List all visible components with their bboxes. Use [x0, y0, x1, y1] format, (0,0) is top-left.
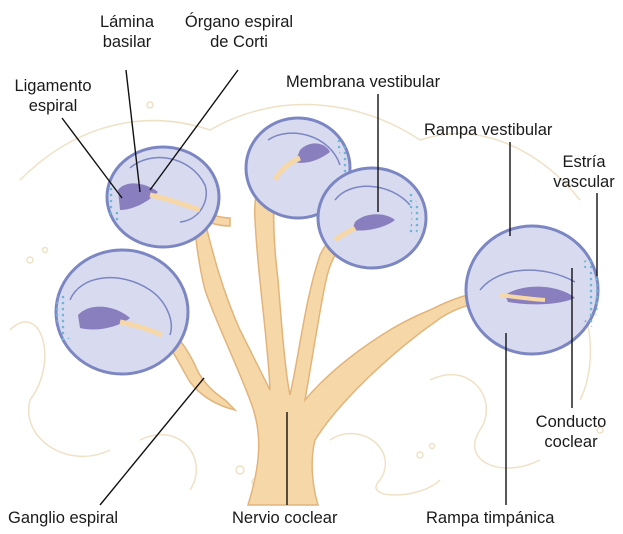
label-nervio-coclear: Nervio coclear [232, 508, 337, 528]
cochlear-turn-1 [107, 147, 219, 247]
label-rampa-vestibular: Rampa vestibular [424, 120, 552, 140]
label-organo-corti: Órgano espiral de Corti [176, 12, 302, 52]
label-membrana-vestibular: Membrana vestibular [286, 72, 440, 92]
cochlear-turn-4 [56, 250, 188, 374]
cochlear-turn-5 [466, 226, 598, 354]
label-estria-vascular: Estría vascular [546, 152, 622, 192]
leader-ligamento-espiral [62, 118, 122, 198]
label-ganglio-espiral: Ganglio espiral [8, 508, 118, 528]
label-rampa-timpanica: Rampa timpánica [426, 508, 554, 528]
label-lamina-basilar: Lámina basilar [90, 12, 164, 52]
cochlear-turn-3 [318, 168, 426, 268]
leader-ganglio-espiral [100, 378, 204, 505]
label-ligamento-espiral: Ligamento espiral [4, 76, 102, 116]
label-conducto-coclear: Conducto coclear [526, 412, 616, 452]
